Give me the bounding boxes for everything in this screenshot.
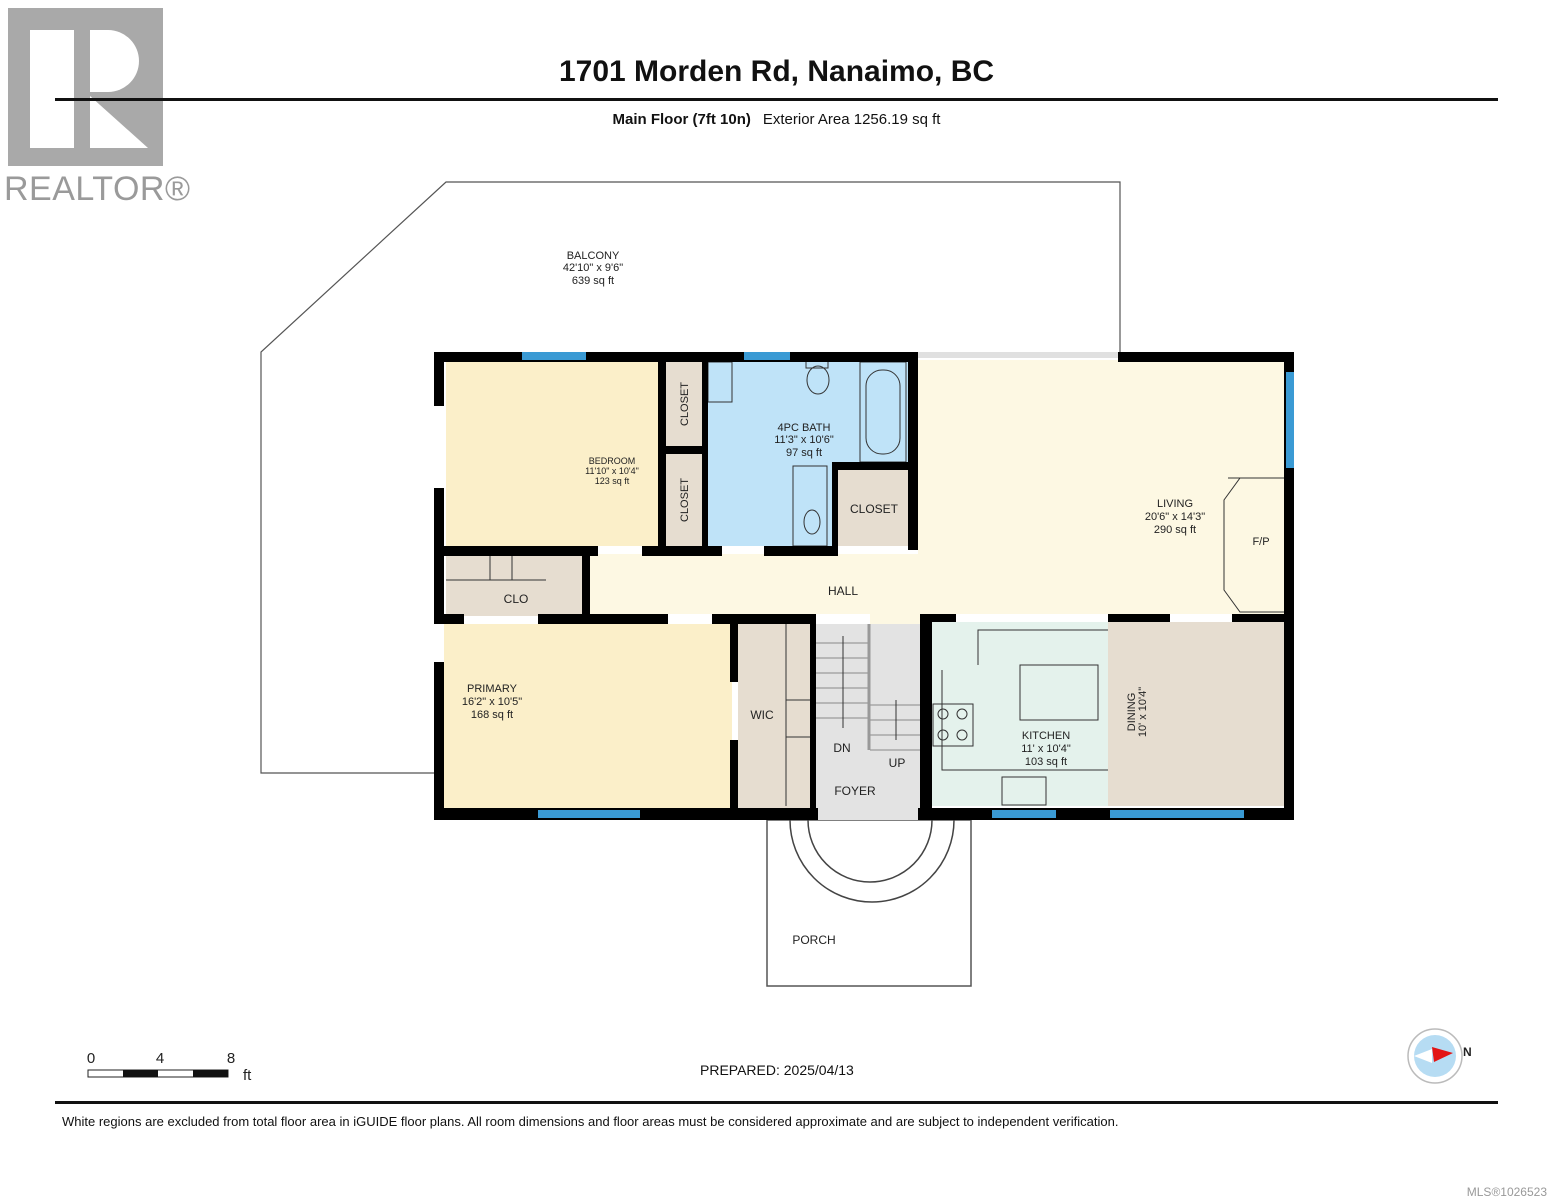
hall-area bbox=[590, 554, 922, 614]
wic-label: WIC bbox=[750, 708, 774, 722]
closet-1-label: CLOSET bbox=[679, 382, 691, 426]
living-area bbox=[918, 360, 1284, 614]
svg-text:10' x 10'4": 10' x 10'4" bbox=[1137, 687, 1149, 737]
disclaimer-text: White regions are excluded from total fl… bbox=[62, 1114, 1119, 1129]
svg-text:8: 8 bbox=[227, 1050, 235, 1067]
floor-subtitle: Main Floor (7ft 10n) Exterior Area 1256.1… bbox=[0, 111, 1553, 128]
realtor-logo bbox=[8, 8, 163, 166]
primary-label: PRIMARY bbox=[467, 683, 518, 695]
svg-text:16'2" x 10'5": 16'2" x 10'5" bbox=[462, 696, 522, 708]
kitchen-label: KITCHEN bbox=[1022, 730, 1070, 742]
realtor-r-icon bbox=[30, 30, 148, 148]
svg-text:11' x 10'4": 11' x 10'4" bbox=[1021, 743, 1071, 755]
svg-text:11'3" x 10'6": 11'3" x 10'6" bbox=[774, 434, 834, 446]
primary-area bbox=[444, 624, 732, 808]
stairs bbox=[816, 624, 920, 751]
svg-text:103 sq ft: 103 sq ft bbox=[1025, 756, 1067, 768]
svg-text:20'6" x 14'3": 20'6" x 14'3" bbox=[1145, 511, 1205, 523]
closet-3-label: CLOSET bbox=[850, 502, 899, 516]
porch-label: PORCH bbox=[792, 933, 835, 947]
bedroom-label: BEDROOM bbox=[589, 456, 636, 466]
closet-3-area bbox=[838, 470, 912, 546]
bedroom-area bbox=[446, 362, 660, 546]
prepared-date: PREPARED: 2025/04/13 bbox=[700, 1062, 854, 1078]
fireplace-label: F/P bbox=[1252, 536, 1269, 548]
porch-steps bbox=[789, 819, 955, 903]
porch-outline bbox=[766, 819, 972, 987]
balcony-label: BALCONY bbox=[567, 250, 620, 262]
wic-area bbox=[738, 622, 810, 808]
foyer-label: FOYER bbox=[834, 784, 876, 798]
hall-label: HALL bbox=[828, 584, 858, 598]
compass-north-label: N bbox=[1463, 1045, 1472, 1059]
closet-2-area bbox=[666, 454, 702, 546]
svg-text:168 sq ft: 168 sq ft bbox=[471, 709, 513, 721]
footer-divider bbox=[55, 1101, 1498, 1104]
svg-text:0: 0 bbox=[87, 1050, 95, 1067]
closet-1-area bbox=[666, 362, 702, 446]
svg-text:97 sq ft: 97 sq ft bbox=[786, 447, 822, 459]
realtor-logo-text: REALTOR® bbox=[4, 170, 191, 208]
svg-text:290 sq ft: 290 sq ft bbox=[1154, 524, 1196, 536]
stairs-up-label: UP bbox=[889, 756, 906, 770]
svg-text:123 sq ft: 123 sq ft bbox=[595, 476, 630, 486]
closet-2-label: CLOSET bbox=[679, 478, 691, 522]
living-label: LIVING bbox=[1157, 498, 1193, 510]
svg-text:42'10" x 9'6": 42'10" x 9'6" bbox=[563, 262, 623, 274]
exterior-area: Exterior Area 1256.19 sq ft bbox=[762, 111, 941, 128]
scale-bar: 0 4 8 ft bbox=[87, 1050, 252, 1084]
title-divider bbox=[55, 98, 1498, 101]
balcony-outline bbox=[260, 181, 1121, 774]
svg-text:ft: ft bbox=[243, 1067, 252, 1084]
page-title: 1701 Morden Rd, Nanaimo, BC bbox=[558, 55, 995, 88]
mls-number: MLS®1026523 bbox=[1466, 1185, 1547, 1199]
svg-text:639 sq ft: 639 sq ft bbox=[572, 275, 614, 287]
floor-label: Main Floor (7ft 10n) bbox=[612, 111, 751, 128]
dining-label: DINING bbox=[1126, 693, 1138, 732]
clo-area bbox=[446, 556, 582, 616]
bath-label: 4PC BATH bbox=[778, 422, 831, 434]
dining-area bbox=[1108, 622, 1284, 806]
stairs-down-label: DN bbox=[833, 741, 850, 755]
compass-icon: N bbox=[1407, 1028, 1472, 1084]
windows bbox=[522, 352, 1294, 818]
svg-text:4: 4 bbox=[156, 1050, 164, 1067]
svg-text:11'10" x 10'4": 11'10" x 10'4" bbox=[585, 466, 639, 476]
clo-label: CLO bbox=[504, 592, 529, 606]
